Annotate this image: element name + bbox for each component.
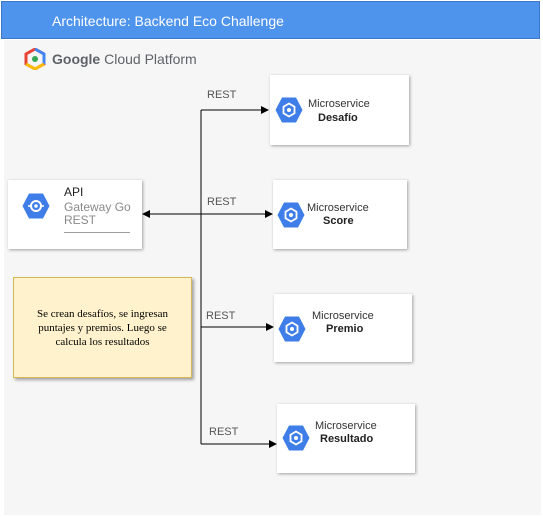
edge-label-score: REST — [207, 196, 237, 208]
api-divider — [64, 232, 130, 233]
gcp-logo-icon — [24, 48, 46, 70]
service-name: Desafío — [318, 112, 358, 124]
gcp-header: Google Cloud Platform — [24, 48, 197, 70]
service-card-resultado[interactable]: Microservice Resultado — [277, 404, 415, 473]
microservice-icon — [277, 202, 305, 228]
service-name: Premio — [326, 323, 364, 335]
gcp-product: Cloud Platform — [104, 51, 197, 67]
edge-label-resultado: REST — [209, 426, 239, 438]
api-gateway-card[interactable]: API Gateway Go REST — [8, 180, 142, 249]
microservice-icon — [275, 97, 303, 123]
service-card-premio[interactable]: Microservice Premio — [274, 294, 412, 362]
gcp-brand: Google — [52, 51, 101, 67]
service-name: Resultado — [320, 433, 374, 445]
service-card-score[interactable]: Microservice Score — [273, 180, 407, 249]
microservice-icon — [278, 316, 306, 342]
service-kind: Microservice — [307, 202, 369, 214]
service-kind: Microservice — [308, 98, 370, 110]
edge-label-desafio: REST — [207, 89, 237, 101]
service-kind: Microservice — [312, 310, 374, 322]
api-subtitle: Gateway Go — [64, 200, 131, 214]
microservice-icon — [282, 425, 310, 451]
description-note: Se crean desafíos, se ingresan puntajes … — [13, 277, 192, 378]
diagram-title: Architecture: Backend Eco Challenge — [1, 1, 540, 39]
api-protocol: REST — [64, 213, 97, 227]
service-kind: Microservice — [315, 420, 377, 432]
service-card-desafio[interactable]: Microservice Desafío — [270, 75, 409, 145]
edge-label-premio: REST — [206, 310, 236, 322]
api-title: API — [64, 185, 84, 199]
api-gateway-icon — [22, 193, 50, 219]
service-name: Score — [323, 215, 354, 227]
gcp-label: Google Cloud Platform — [52, 51, 197, 67]
